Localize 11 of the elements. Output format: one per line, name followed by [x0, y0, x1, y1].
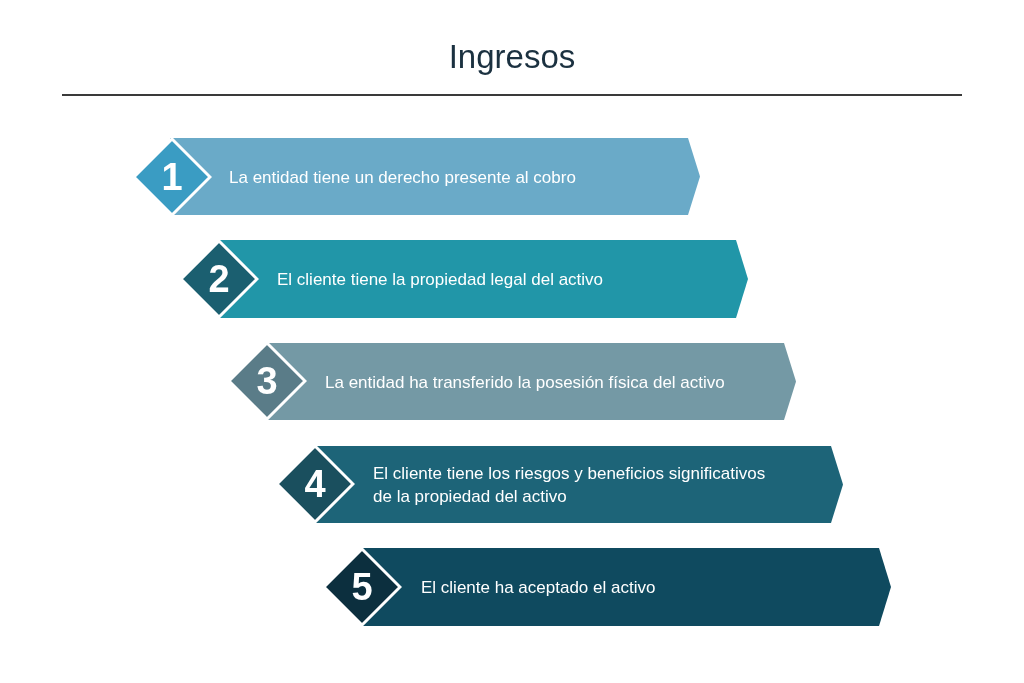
title: Ingresos — [448, 38, 576, 76]
step-text: La entidad ha transferido la posesión física del activo — [325, 371, 725, 393]
step-number: 2 — [208, 259, 230, 299]
step-number: 1 — [161, 157, 183, 197]
step-number: 3 — [256, 361, 278, 401]
step-number: 4 — [304, 464, 326, 504]
step-number: 5 — [351, 567, 373, 607]
step-text: El cliente tiene los riesgos y beneficios significativos de la propiedad del activo — [373, 462, 767, 508]
step-text: El cliente tiene la propiedad legal del activo — [277, 268, 604, 291]
step-text: El cliente ha aceptado el activo — [421, 576, 656, 599]
step-text: La entidad tiene un derecho presente al cobro — [229, 166, 576, 188]
